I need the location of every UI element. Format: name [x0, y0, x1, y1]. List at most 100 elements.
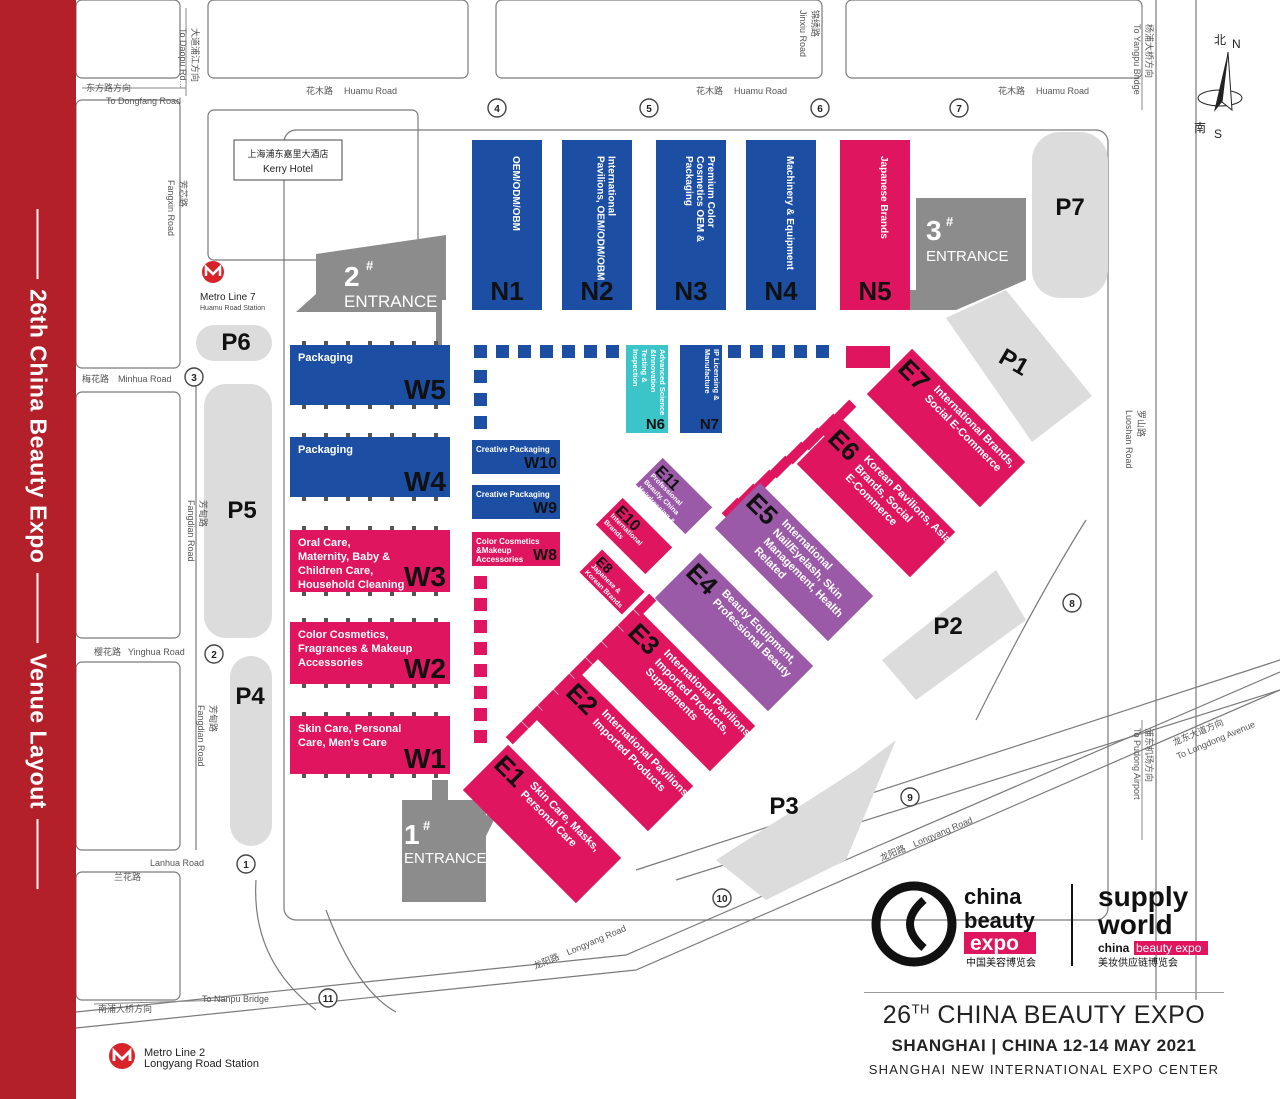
compass-south: S — [1214, 127, 1222, 141]
hall-desc: Care, Men's Care — [298, 737, 387, 749]
hall-desc: Manufacture — [703, 349, 712, 394]
parking-label: P5 — [227, 497, 256, 524]
road-label: 芳芯路 — [178, 180, 189, 207]
entrances — [296, 198, 1026, 902]
gate-number: 5 — [646, 104, 652, 115]
road-label: 南浦大桥方向 — [98, 1003, 152, 1014]
corridor-square — [553, 673, 577, 697]
metro7-label: Metro Line 7 — [200, 292, 256, 303]
direction-lines — [82, 8, 1143, 1005]
road-label: 花木路 — [696, 85, 723, 96]
hall-id: W2 — [404, 653, 446, 684]
hall-desc: Packaging — [298, 352, 353, 364]
hall-desc: Accessories — [298, 657, 363, 669]
road-label: 花木路 — [998, 85, 1025, 96]
gate-3: 3 — [184, 367, 204, 387]
parking-p3 — [716, 740, 896, 900]
road-label: Minhua Road — [118, 374, 172, 384]
entrance-1 — [402, 780, 502, 902]
parking-p7 — [1032, 132, 1108, 298]
hall-desc: Japanese Brands — [878, 156, 889, 239]
parking-label: P6 — [221, 329, 250, 356]
gate-number: 8 — [1069, 599, 1075, 610]
hall-w3[interactable]: Oral Care,Maternity, Baby &Children Care… — [290, 526, 450, 596]
hall-desc: International — [606, 156, 617, 216]
road-label: Luoshan Road — [1124, 410, 1134, 469]
road-label: To Nanpu Bridge — [202, 994, 269, 1004]
hall-desc: Testing & — [640, 349, 649, 383]
road-label: Fangdian Road — [186, 500, 196, 562]
road-label: Fangxin Road — [166, 180, 176, 236]
corridor-square — [601, 625, 625, 649]
gate-9: 9 — [900, 787, 920, 807]
sw-logo-sub2: beauty expo — [1136, 941, 1202, 955]
road-label: 大道浦江方向 — [190, 28, 201, 82]
road-label: To Yangpu Bridge — [1132, 24, 1142, 95]
gate-11: 11 — [318, 988, 338, 1008]
entrance-sup: # — [423, 818, 431, 833]
road-label: 东方路方向 — [86, 82, 131, 93]
hall-id: W8 — [533, 547, 557, 564]
hall-desc: Creative Packaging — [476, 445, 550, 454]
gate-number: 11 — [323, 994, 334, 1005]
road-label: 锦绣路 — [810, 10, 821, 37]
hall-desc: Fragrances & Makeup — [298, 643, 413, 655]
corridor-square — [785, 441, 809, 465]
footer-title-sup: TH — [911, 1001, 930, 1017]
sw-logo-sub1: china — [1098, 941, 1130, 955]
sidebar-subtitle: Venue Layout — [25, 653, 52, 809]
gate-number: 2 — [211, 650, 217, 661]
entrance-num: 1 — [404, 819, 420, 850]
road-label: 浦东机场方向 — [1144, 728, 1155, 782]
corridor-square — [817, 413, 841, 437]
road-label: Longyang Road — [565, 923, 627, 957]
entrance-label: ENTRANCE — [404, 850, 487, 867]
corridor-square — [801, 427, 825, 451]
corridor-square — [617, 609, 641, 633]
entrance-sup: # — [946, 214, 954, 229]
compass-north: N — [1232, 37, 1241, 51]
hall-desc: Pavilions, OEM/ODM/OBM — [595, 156, 606, 280]
compass-icon — [1197, 51, 1243, 112]
hall-id: W1 — [404, 743, 446, 774]
road-label: 杨浦大桥方向 — [1144, 24, 1155, 78]
corridor-squares-blue — [474, 345, 829, 429]
footer: 26TH CHINA BEAUTY EXPO SHANGHAI | CHINA … — [860, 992, 1228, 1077]
metro7-station: Huamu Road Station — [200, 305, 265, 312]
road-label: 芳甸路 — [198, 500, 209, 527]
hall-desc: Packaging — [683, 156, 694, 206]
hall-id: N1 — [490, 276, 523, 306]
parking-label: P2 — [933, 613, 962, 640]
hall-id: W4 — [404, 466, 446, 497]
hall-desc: &Makeup — [476, 546, 512, 555]
hall-desc: Skin Care, Personal — [298, 723, 401, 735]
hall-desc: Oral Care, — [298, 537, 351, 549]
hall-desc: Children Care, — [298, 565, 373, 577]
hall-desc: Color Cosmetics, — [298, 629, 388, 641]
corridor-square — [633, 593, 657, 617]
entrance-3 — [906, 198, 1026, 310]
road-label: Huamu Road — [734, 86, 787, 96]
corridor-squares-magenta — [474, 576, 487, 743]
venue-map: P7 P1 P2 P3 P4 P5 P6 2 # ENTRANCE 3 # EN… — [76, 0, 1280, 1070]
hall-w2[interactable]: Color Cosmetics, Fragrances & MakeupAcces… — [290, 618, 450, 688]
